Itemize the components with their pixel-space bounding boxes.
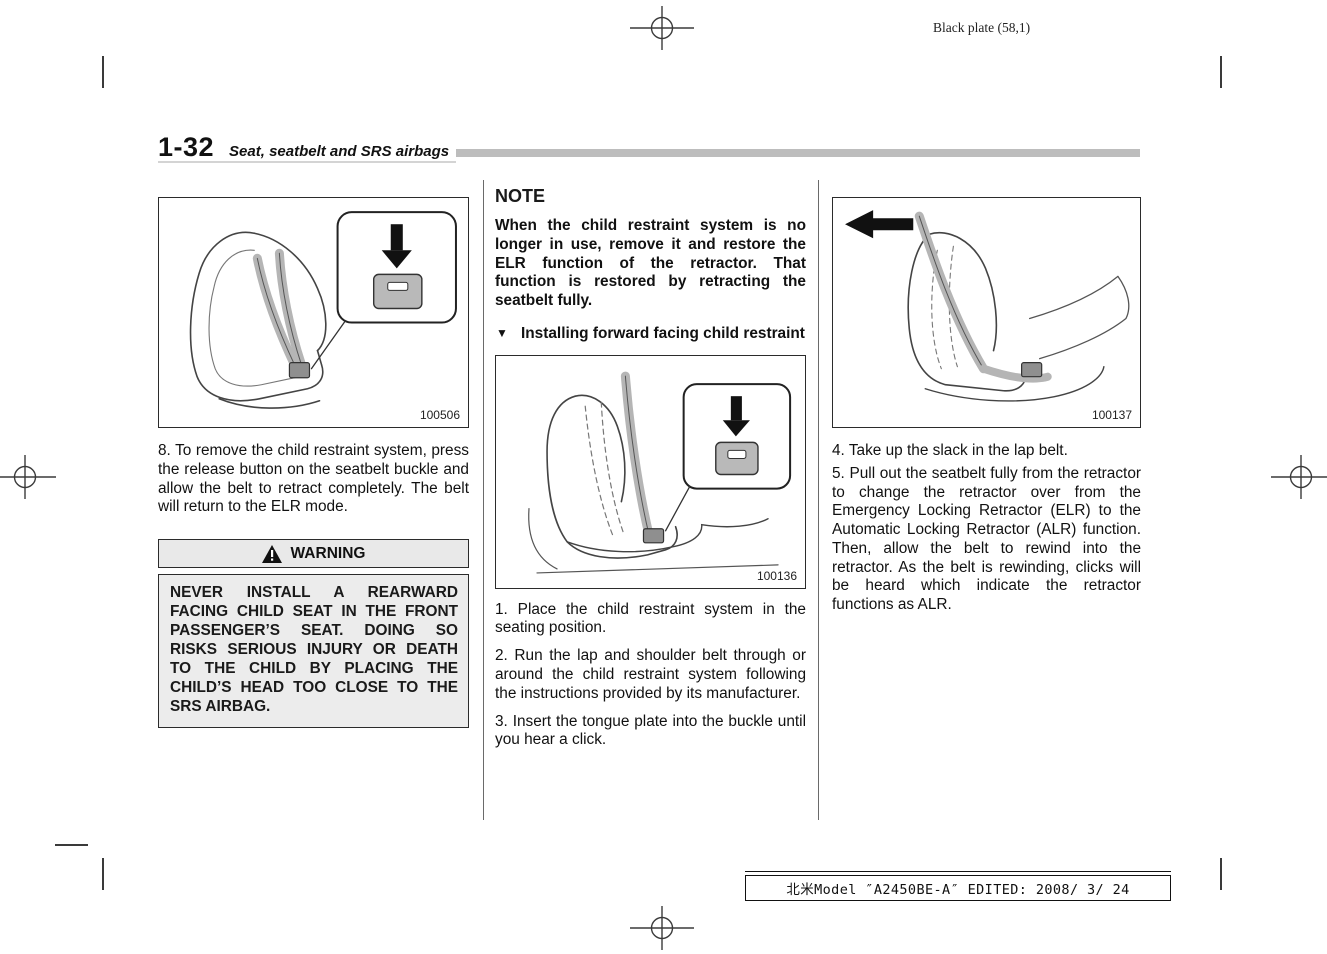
forward-facing-child-seat-illustration (528, 371, 792, 574)
note-text: When the child restraint system is no lo… (495, 217, 806, 310)
footer-edit-box: 北米Model ″A2450BE-A″ EDITED: 2008/ 3/ 24 (745, 875, 1171, 901)
registration-mark-left (0, 455, 56, 504)
section-title: Seat, seatbelt and SRS airbags (229, 143, 450, 160)
step-2-text: 2. Run the lap and shoulder belt through… (495, 647, 806, 702)
warning-header: WARNING (158, 539, 469, 569)
rear-facing-child-seat-illustration (189, 211, 457, 409)
figure-label: 100136 (756, 568, 797, 583)
figure-label: 100506 (419, 408, 460, 422)
figure-100137: 100137 (832, 197, 1141, 428)
figure-100506: 100506 (158, 197, 469, 428)
crop-tick-top-left (102, 56, 104, 88)
note-heading: NOTE (495, 186, 546, 206)
step-8-text: 8. To remove the child restraint system,… (158, 442, 469, 516)
registration-mark-right (1271, 455, 1327, 504)
column-divider-left (483, 180, 484, 820)
figure-100136: 100136 (495, 354, 806, 589)
section-number: 1-32 (158, 132, 215, 162)
header-rule-bar (456, 149, 1140, 157)
crop-tick-top-right (1220, 56, 1222, 88)
registration-mark-top (630, 6, 694, 55)
crop-tick-bottom-left-h (55, 844, 88, 846)
right-column: 100137 4. Take up the slack in the lap b… (832, 197, 1141, 624)
footer-text: 北米Model ″A2450BE-A″ EDITED: 2008/ 3/ 24 (786, 882, 1130, 898)
section-marker-triangle-icon: ▼ (496, 325, 508, 340)
warning-title: WARNING (290, 544, 366, 562)
subsection-heading: ▼ Installing forward facing child restra… (495, 324, 806, 344)
crop-tick-bottom-right (1220, 858, 1222, 890)
arrow-left-icon (845, 210, 914, 239)
step-3-text: 3. Insert the tongue plate into the buck… (495, 712, 806, 749)
warning-box: NEVER INSTALL A REARWARD FACING CHILD SE… (158, 574, 469, 728)
left-column: 100506 8. To remove the child restraint … (158, 197, 469, 728)
warning-triangle-icon (261, 544, 282, 563)
page-header: 1-32 Seat, seatbelt and SRS airbags (158, 132, 449, 163)
subsection-title: Installing forward facing child restrain… (521, 324, 805, 342)
step-5-text: 5. Pull out the seatbelt fully from the … (832, 464, 1141, 614)
footer-top-rule (745, 871, 1171, 873)
header-underline (158, 161, 456, 163)
column-divider-right (818, 180, 819, 820)
figure-label: 100137 (1091, 408, 1132, 422)
middle-column: NOTE When the child restraint system is … (495, 186, 806, 759)
registration-mark-bottom (630, 906, 694, 954)
step-4-text: 4. Take up the slack in the lap belt. (832, 442, 1068, 459)
warning-text: NEVER INSTALL A REARWARD FACING CHILD SE… (170, 584, 458, 715)
plate-label: Black plate (58,1) (933, 20, 1031, 35)
seatbelt-retractor-illustration (845, 210, 1130, 402)
crop-tick-bottom-left-v (102, 858, 104, 890)
step-1-text: 1. Place the child restraint system in t… (495, 600, 806, 637)
